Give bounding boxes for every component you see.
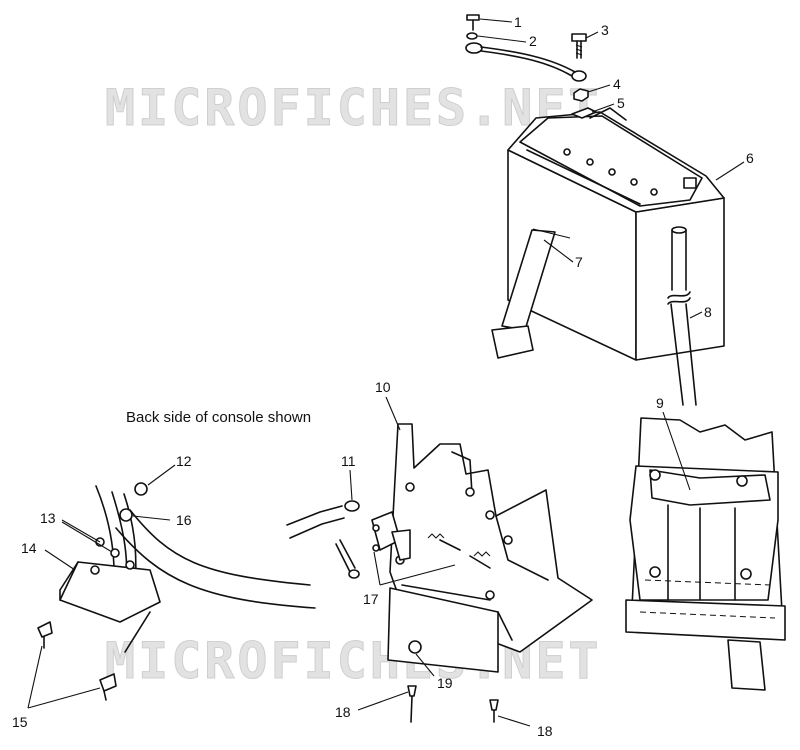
callout-8: 8 xyxy=(704,304,712,320)
nut-part-4 xyxy=(573,88,589,102)
nut-part-12 xyxy=(134,482,148,496)
screw-part-18b xyxy=(489,699,499,723)
callout-16: 16 xyxy=(176,512,192,528)
bolt-part-3 xyxy=(571,33,587,59)
nut-part-19 xyxy=(408,640,422,654)
callout-17: 17 xyxy=(363,591,379,607)
vent-hose-part-8 xyxy=(667,226,697,406)
callout-2: 2 xyxy=(529,33,537,49)
callout-11: 11 xyxy=(341,453,356,469)
callout-7: 7 xyxy=(575,254,583,270)
cable-part-11 xyxy=(286,500,360,579)
callout-numbers: 1 2 3 4 5 6 7 8 9 10 11 12 13 14 15 16 1… xyxy=(12,14,754,739)
callout-9: 9 xyxy=(656,395,664,411)
washer-part-16 xyxy=(119,508,133,522)
callout-4: 4 xyxy=(613,76,621,92)
battery-hardware xyxy=(465,14,589,102)
bolt-part-15a xyxy=(37,621,53,649)
callout-5: 5 xyxy=(617,95,625,111)
watermark-top: MICROFICHES.NET xyxy=(105,79,602,137)
callout-6: 6 xyxy=(746,150,754,166)
callout-18a: 18 xyxy=(335,704,351,720)
screw-part-1 xyxy=(466,14,480,31)
spring-right xyxy=(473,551,491,557)
console-caption: Back side of console shown xyxy=(126,409,311,426)
callout-3: 3 xyxy=(601,22,609,38)
callout-19: 19 xyxy=(437,675,453,691)
callout-1: 1 xyxy=(514,14,522,30)
battery-box-part-9 xyxy=(625,417,786,691)
callout-14: 14 xyxy=(21,540,37,556)
callout-18b: 18 xyxy=(537,723,553,739)
battery-strap-part-7 xyxy=(491,228,571,359)
battery-cable xyxy=(465,42,587,82)
spring-left xyxy=(427,533,445,539)
switch-part-17 xyxy=(371,511,411,561)
console-assembly xyxy=(37,482,316,701)
callout-15: 15 xyxy=(12,714,28,730)
callout-12: 12 xyxy=(176,453,192,469)
battery xyxy=(507,107,725,361)
nut-part-2 xyxy=(466,32,478,40)
callout-10: 10 xyxy=(375,379,391,395)
screw-part-18a xyxy=(407,685,417,723)
bolt-part-15b xyxy=(99,673,117,701)
leader-lines xyxy=(27,18,745,727)
callout-13: 13 xyxy=(40,510,56,526)
